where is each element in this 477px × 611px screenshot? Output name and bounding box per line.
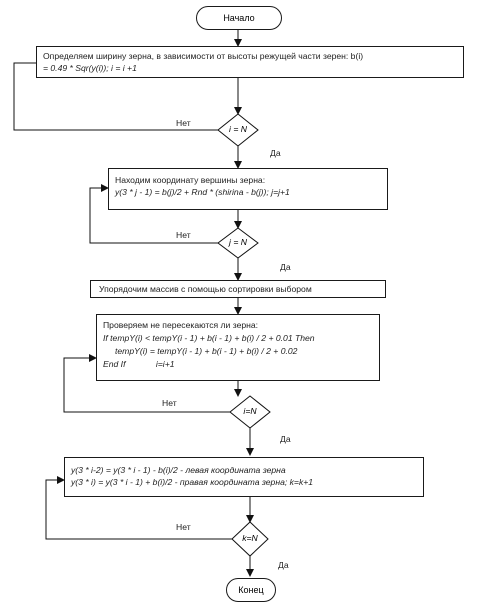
loop-cond3-no bbox=[63, 354, 230, 413]
cond3-text: i=N bbox=[243, 406, 257, 416]
cond4-yes-label: Да bbox=[278, 560, 289, 570]
cond4-text: k=N bbox=[242, 533, 258, 543]
start-label: Начало bbox=[223, 13, 255, 23]
step1-line2: = 0.49 * Sqr(y(i)); i = i +1 bbox=[43, 63, 137, 74]
step4-line1: Проверяем не пересекаются ли зерна: bbox=[103, 320, 259, 330]
step4-line4: End If bbox=[103, 358, 126, 369]
cond2-no-label: Нет bbox=[176, 230, 191, 240]
step5-line2: y(3 * i) = y(3 * i - 1) + b(i)/2 - права… bbox=[71, 477, 314, 488]
process-selection-sort: Упорядочим массив с помощью сортировки в… bbox=[90, 280, 386, 298]
cond1-text: i = N bbox=[229, 124, 247, 134]
step2-line2: y(3 * j - 1) = b(j)/2 + Rnd * (shirina -… bbox=[115, 187, 290, 198]
cond3-no-label: Нет bbox=[162, 398, 177, 408]
step5-line1: y(3 * i-2) = y(3 * i - 1) - b(i)/2 - лев… bbox=[71, 465, 286, 475]
cond1-no-label: Нет bbox=[176, 118, 191, 128]
step4-line4b: i=i+1 bbox=[155, 358, 175, 369]
loop-cond2-no bbox=[89, 184, 218, 244]
process-check-overlap: Проверяем не пересекаются ли зерна: If t… bbox=[96, 314, 380, 381]
cond2-text: j = N bbox=[229, 237, 247, 247]
decision-diamond-3 bbox=[229, 395, 271, 429]
decision-diamond-4 bbox=[231, 521, 269, 557]
step4-line4-row: End If i=i+1 bbox=[103, 358, 373, 371]
step4-line3: tempY(i) = tempY(i - 1) + b(i - 1) + b(i… bbox=[115, 345, 298, 356]
process-grain-vertex: Находим координату вершины зерна: y(3 * … bbox=[108, 168, 388, 210]
step3-line1: Упорядочим массив с помощью сортировки в… bbox=[99, 284, 312, 294]
loop-cond4-no bbox=[45, 476, 232, 540]
cond1-yes-label: Да bbox=[270, 148, 281, 158]
step2-line1: Находим координату вершины зерна: bbox=[115, 175, 266, 185]
step1-line1: Определяем ширину зерна, в зависимости о… bbox=[43, 51, 364, 61]
loop-cond1-no bbox=[13, 59, 218, 131]
decision-diamond-1 bbox=[217, 113, 259, 147]
decision-diamond-2 bbox=[217, 227, 259, 259]
cond2-yes-label: Да bbox=[280, 262, 291, 272]
cond4-no-label: Нет bbox=[176, 522, 191, 532]
step4-line2: If tempY(i) < tempY(i - 1) + b(i - 1) + … bbox=[103, 332, 315, 343]
end-terminal: Конец bbox=[226, 578, 276, 602]
process-grain-width: Определяем ширину зерна, в зависимости о… bbox=[36, 46, 464, 78]
start-terminal: Начало bbox=[196, 6, 282, 30]
end-label: Конец bbox=[238, 585, 264, 595]
cond3-yes-label: Да bbox=[280, 434, 291, 444]
process-grain-coords: y(3 * i-2) = y(3 * i - 1) - b(i)/2 - лев… bbox=[64, 457, 424, 497]
